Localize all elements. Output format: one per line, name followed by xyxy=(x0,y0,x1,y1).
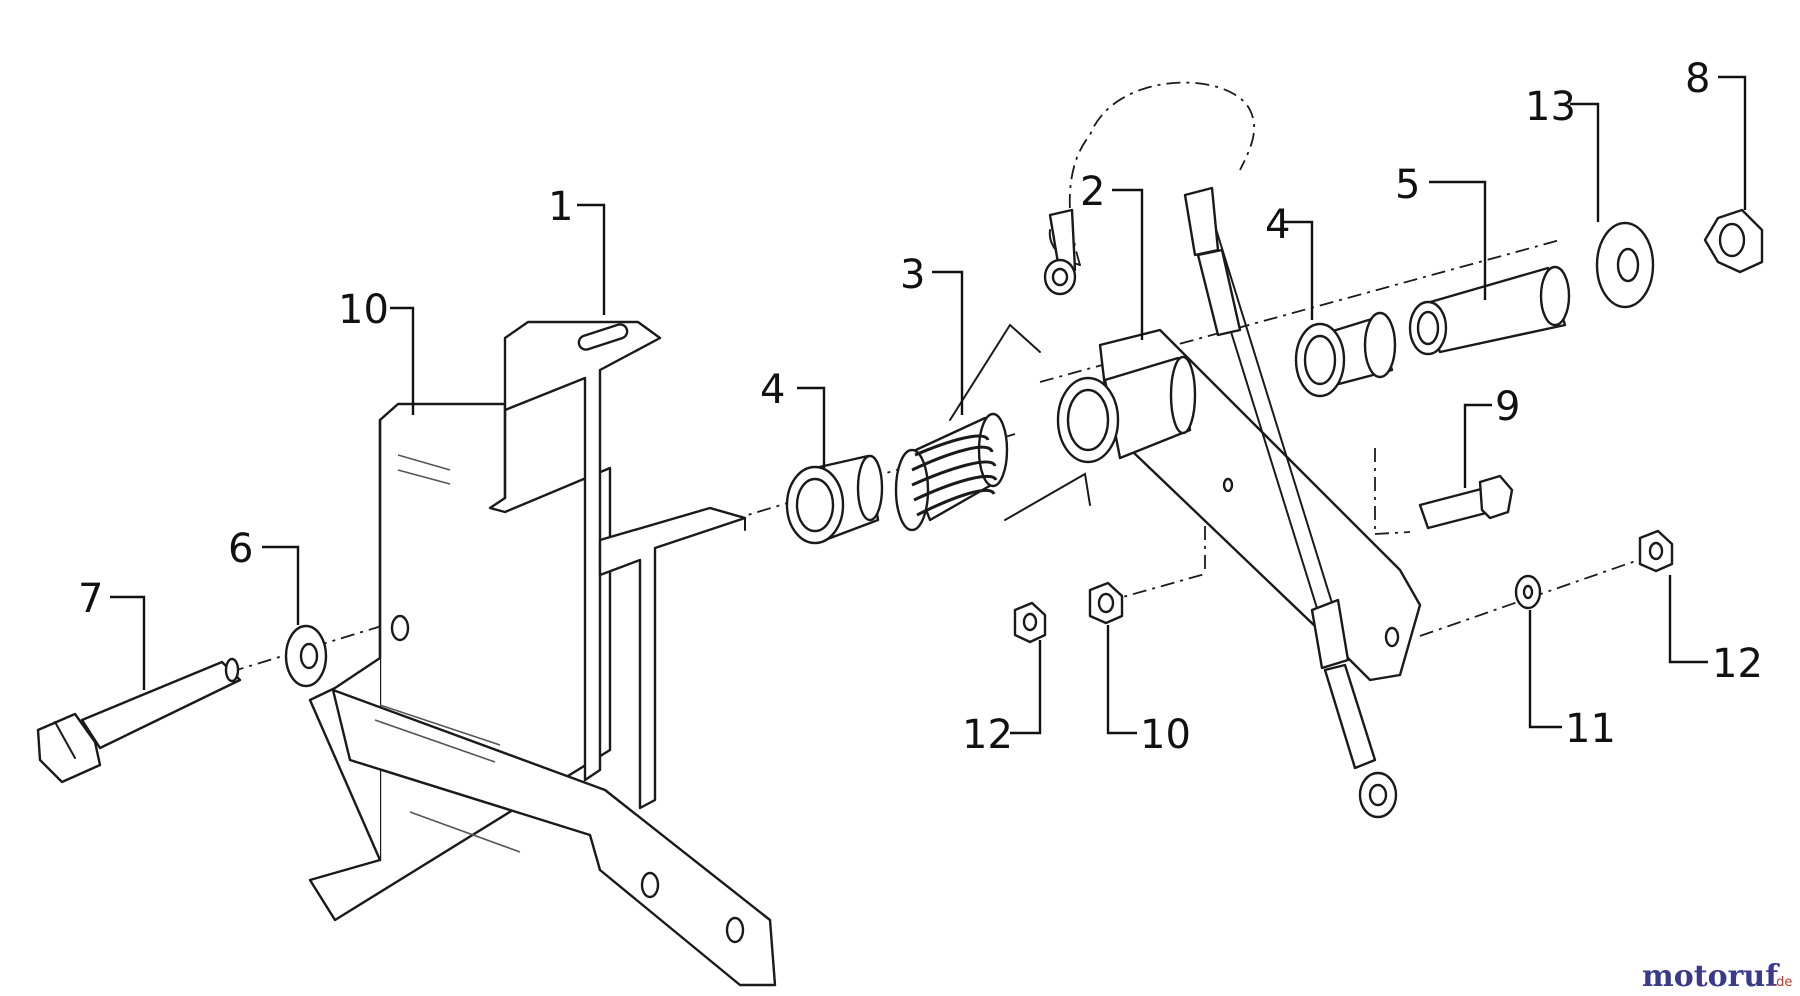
nut-10 xyxy=(1088,581,1124,625)
callout-11: 11 xyxy=(1565,706,1616,752)
hex-bolt xyxy=(36,657,242,784)
callout-5: 5 xyxy=(1395,162,1420,208)
locknut-right xyxy=(1638,529,1674,573)
watermark-suffix: .de xyxy=(1772,975,1792,990)
screw-9 xyxy=(1418,474,1514,530)
callout-6: 6 xyxy=(228,526,253,572)
callout-2: 2 xyxy=(1080,169,1105,215)
callout-8: 8 xyxy=(1685,56,1710,102)
nut-8 xyxy=(1703,208,1764,274)
locknut-left xyxy=(1013,601,1047,644)
washer-13 xyxy=(1595,221,1655,309)
throttle-cable xyxy=(1043,81,1398,819)
mounting-bracket xyxy=(308,320,777,987)
callout-9: 9 xyxy=(1495,384,1520,430)
callout-12-right: 12 xyxy=(1712,641,1763,687)
callout-4-right: 4 xyxy=(1265,202,1290,248)
callout-7: 7 xyxy=(78,576,103,622)
callout-1: 1 xyxy=(548,184,573,230)
washer-11 xyxy=(1514,574,1542,610)
bushing-left xyxy=(785,454,884,545)
bushing-right xyxy=(1294,311,1397,398)
torsion-spring xyxy=(894,323,1091,532)
watermark-logo: motoruf .de xyxy=(1642,959,1792,994)
callout-12-left: 12 xyxy=(962,712,1013,758)
callout-13: 13 xyxy=(1525,84,1576,130)
callout-4-left: 4 xyxy=(760,367,785,413)
leader-lines xyxy=(110,75,1747,735)
watermark-brand: motoruf xyxy=(1642,959,1780,994)
callout-10-nut: 10 xyxy=(1140,712,1191,758)
spacer-tube xyxy=(1408,265,1571,356)
callout-labels: 1 2 3 4 4 5 6 7 8 9 10 10 11 12 12 13 xyxy=(78,56,1763,758)
callout-3: 3 xyxy=(900,252,925,298)
lever-arm xyxy=(1056,328,1422,682)
washer-6 xyxy=(284,624,328,688)
callout-10-bracket: 10 xyxy=(338,287,389,333)
